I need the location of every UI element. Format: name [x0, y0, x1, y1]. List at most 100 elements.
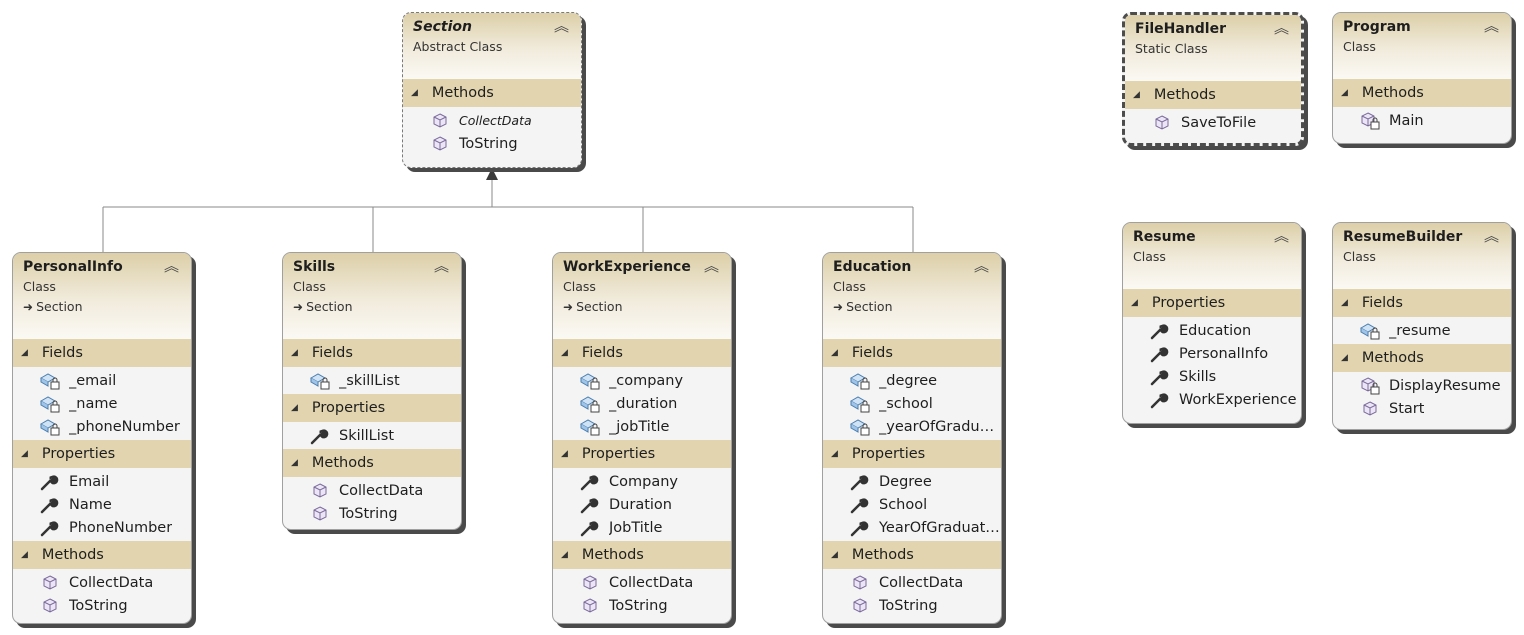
member-private-method[interactable]: Main: [1333, 109, 1511, 132]
collapse-chevron-icon[interactable]: ︽: [1483, 17, 1499, 35]
member-method[interactable]: ToString: [403, 132, 581, 155]
wrench-property-icon: [580, 497, 599, 513]
member-private-method[interactable]: DisplayResume: [1333, 374, 1511, 397]
class-resumebuilder[interactable]: ResumeBuilder Class ︽ ◢Fields _resume ◢M…: [1332, 222, 1512, 430]
member-field[interactable]: _email: [13, 369, 191, 392]
member-method[interactable]: ToString: [553, 594, 731, 617]
methods-section-toggle[interactable]: ◢Methods: [1333, 79, 1511, 107]
member-property[interactable]: Education: [1123, 319, 1301, 342]
member-property[interactable]: Degree: [823, 470, 1001, 493]
properties-section-toggle[interactable]: ◢Properties: [823, 440, 1001, 468]
collapse-triangle-icon: ◢: [561, 550, 568, 560]
method-cube-icon: [853, 574, 867, 590]
member-field[interactable]: _phoneNumber: [13, 415, 191, 438]
collapse-chevron-icon[interactable]: ︽: [553, 17, 569, 35]
class-section[interactable]: Section Abstract Class ︽ ◢Methods Collec…: [402, 12, 582, 168]
member-field[interactable]: _degree: [823, 369, 1001, 392]
member-field[interactable]: _skillList: [283, 369, 461, 392]
member-method[interactable]: SaveToFile: [1125, 111, 1301, 134]
class-program[interactable]: Program Class ︽ ◢Methods Main: [1332, 12, 1512, 144]
fields-section-toggle[interactable]: ◢Fields: [823, 339, 1001, 367]
inherits-arrow-icon: ➜: [563, 300, 574, 314]
methods-section-toggle[interactable]: ◢Methods: [403, 79, 581, 107]
member-method[interactable]: CollectData: [553, 571, 731, 594]
member-method[interactable]: CollectData: [283, 479, 461, 502]
member-method[interactable]: ToString: [283, 502, 461, 525]
class-personalinfo[interactable]: PersonalInfo Class ➜Section ︽ ◢Fields _e…: [12, 252, 192, 624]
wrench-property-icon: [850, 520, 869, 536]
member-method[interactable]: CollectData: [13, 571, 191, 594]
member-field[interactable]: _resume: [1333, 319, 1511, 342]
methods-section-toggle[interactable]: ◢Methods: [13, 541, 191, 569]
collapse-triangle-icon: ◢: [291, 458, 298, 468]
member-method[interactable]: CollectData: [823, 571, 1001, 594]
fields-section-toggle[interactable]: ◢Fields: [13, 339, 191, 367]
methods-section-toggle[interactable]: ◢Methods: [823, 541, 1001, 569]
class-kind: Abstract Class: [413, 39, 503, 54]
class-name: FileHandler: [1135, 21, 1227, 37]
member-field[interactable]: _duration: [553, 392, 731, 415]
properties-section-toggle[interactable]: ◢Properties: [553, 440, 731, 468]
wrench-property-icon: [1150, 392, 1169, 408]
methods-section-toggle[interactable]: ◢Methods: [1125, 81, 1301, 109]
collapse-chevron-icon[interactable]: ︽: [1273, 19, 1289, 37]
class-workexperience[interactable]: WorkExperience Class ➜Section ︽ ◢Fields …: [552, 252, 732, 624]
class-name: Program: [1343, 19, 1411, 35]
properties-section-toggle[interactable]: ◢Properties: [283, 394, 461, 422]
collapse-chevron-icon[interactable]: ︽: [163, 257, 179, 275]
wrench-property-icon: [580, 520, 599, 536]
member-property[interactable]: JobTitle: [553, 516, 731, 539]
member-field[interactable]: _school: [823, 392, 1001, 415]
member-method[interactable]: ToString: [823, 594, 1001, 617]
class-resume[interactable]: Resume Class ︽ ◢Properties Education Per…: [1122, 222, 1302, 424]
member-property[interactable]: PersonalInfo: [1123, 342, 1301, 365]
private-field-icon: [579, 395, 600, 412]
collapse-chevron-icon[interactable]: ︽: [1273, 227, 1289, 245]
base-class-ref[interactable]: ➜Section: [293, 299, 353, 314]
member-property[interactable]: Name: [13, 493, 191, 516]
methods-section-toggle[interactable]: ◢Methods: [283, 449, 461, 477]
member-field[interactable]: _name: [13, 392, 191, 415]
collapse-triangle-icon: ◢: [1341, 353, 1348, 363]
properties-section-toggle[interactable]: ◢Properties: [1123, 289, 1301, 317]
member-method[interactable]: Start: [1333, 397, 1511, 420]
fields-section-toggle[interactable]: ◢Fields: [553, 339, 731, 367]
inherits-arrow-icon: ➜: [293, 300, 304, 314]
member-property[interactable]: School: [823, 493, 1001, 516]
class-kind: Class: [1133, 249, 1166, 264]
member-property[interactable]: Duration: [553, 493, 731, 516]
methods-section-toggle[interactable]: ◢Methods: [553, 541, 731, 569]
method-cube-icon: [853, 597, 867, 613]
member-field[interactable]: _company: [553, 369, 731, 392]
class-kind: Class: [293, 279, 326, 294]
member-method[interactable]: ToString: [13, 594, 191, 617]
class-kind: Class: [833, 279, 866, 294]
private-field-icon: [579, 372, 600, 389]
class-education[interactable]: Education Class ➜Section ︽ ◢Fields _degr…: [822, 252, 1002, 624]
collapse-chevron-icon[interactable]: ︽: [703, 257, 719, 275]
base-class-ref[interactable]: ➜Section: [563, 299, 623, 314]
member-field[interactable]: _yearOfGraduat…: [823, 415, 1001, 438]
member-property[interactable]: Email: [13, 470, 191, 493]
properties-section-toggle[interactable]: ◢Properties: [13, 440, 191, 468]
member-field[interactable]: _jobTitle: [553, 415, 731, 438]
inheritance-arrow-icon: [486, 168, 498, 180]
fields-section-toggle[interactable]: ◢Fields: [1333, 289, 1511, 317]
class-filehandler[interactable]: FileHandler Static Class ︽ ◢Methods Save…: [1122, 12, 1304, 146]
methods-section-toggle[interactable]: ◢Methods: [1333, 344, 1511, 372]
class-kind: Class: [23, 279, 56, 294]
collapse-chevron-icon[interactable]: ︽: [1483, 227, 1499, 245]
member-method[interactable]: CollectData: [403, 109, 581, 132]
base-class-ref[interactable]: ➜Section: [833, 299, 893, 314]
collapse-chevron-icon[interactable]: ︽: [433, 257, 449, 275]
class-skills[interactable]: Skills Class ➜Section ︽ ◢Fields _skillLi…: [282, 252, 462, 530]
member-property[interactable]: PhoneNumber: [13, 516, 191, 539]
member-property[interactable]: WorkExperience: [1123, 388, 1301, 411]
member-property[interactable]: YearOfGraduati…: [823, 516, 1001, 539]
member-property[interactable]: Company: [553, 470, 731, 493]
fields-section-toggle[interactable]: ◢Fields: [283, 339, 461, 367]
member-property[interactable]: SkillList: [283, 424, 461, 447]
member-property[interactable]: Skills: [1123, 365, 1301, 388]
base-class-ref[interactable]: ➜Section: [23, 299, 83, 314]
collapse-chevron-icon[interactable]: ︽: [973, 257, 989, 275]
